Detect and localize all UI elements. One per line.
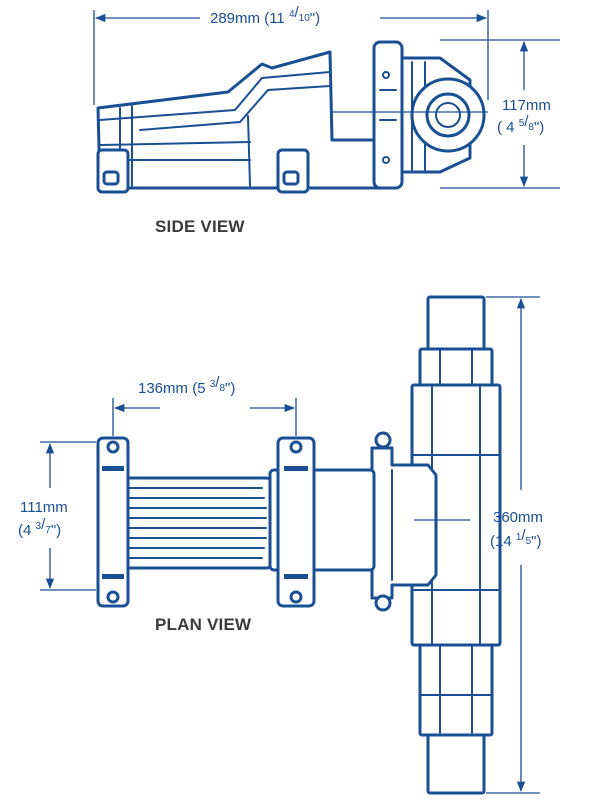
plan-width-suffix: ") [51,522,61,539]
side-length-fraction-numerator: 4 [289,9,295,20]
plan-width-fraction-numerator: 3 [36,521,42,532]
plan-overall-length-fraction-numerator: 1 [516,532,522,543]
plan-width-fraction-slash: / [41,516,46,533]
plan-mount-spacing-fraction-denominator: 8 [219,383,225,394]
side-height-metric: 117mm [502,97,551,114]
side-length-metric: 289mm [210,10,260,27]
plan-overall-length-fraction-denominator: 5 [526,536,532,547]
plan-view-label: PLAN VIEW [155,615,252,634]
side-length-fraction-denominator: 10 [299,13,311,24]
plan-view-mount-right [276,436,316,608]
svg-text:136mm (5 3/8"): 136mm (5 3/8") [138,374,235,397]
plan-view-drawing [96,295,502,795]
plan-view-mount-left [96,436,130,608]
svg-text:( 4 5/8"): ( 4 5/8") [497,113,544,136]
plan-overall-length-suffix: ") [531,533,541,550]
side-view-length-dimension [93,10,489,105]
side-length-suffix: ") [310,10,320,27]
side-view-motor-body [96,50,382,190]
side-height-suffix: ") [534,119,544,136]
plan-mount-spacing-fraction-slash: / [215,374,220,391]
plan-overall-length-imperial-prefix: (14 [490,533,516,550]
plan-width-imperial-prefix: (4 [18,522,36,539]
side-view-drawing [96,40,488,194]
plan-mount-spacing-suffix: ") [225,380,235,397]
side-view-port-inner [425,92,471,138]
plan-overall-length-metric: 360mm [493,509,543,526]
plan-overall-length-fraction-slash: / [521,527,526,544]
plan-view-pipe-lower-coupling [418,643,494,737]
side-view-height-dimension [440,39,560,189]
side-height-fraction-denominator: 8 [528,122,534,133]
plan-view-width-dimension [40,441,96,591]
side-view-flange [372,40,404,190]
svg-text:(4 3/7"): (4 3/7") [18,516,61,539]
plan-width-metric: 111mm [20,499,68,516]
plan-view-pipe-top-end [426,295,486,351]
side-height-fraction-numerator: 5 [519,118,525,129]
plan-view-finned-section [122,476,272,570]
svg-text:289mm (11 4/10"): 289mm (11 4/10") [210,4,320,27]
side-view-label: SIDE VIEW [155,217,245,236]
side-height-fraction-slash: / [524,113,529,130]
plan-view-pipe-upper-coupling [418,347,494,387]
side-length-fraction-slash: / [295,4,300,21]
plan-mount-spacing-imperial-prefix: (5 [192,380,210,397]
svg-text:(14 1/5"): (14 1/5") [490,527,541,550]
plan-mount-spacing-fraction-numerator: 3 [210,379,216,390]
plan-width-fraction-denominator: 7 [45,525,51,536]
side-height-imperial-prefix: ( 4 [497,119,519,136]
plan-view-overall-length-dimension [486,296,540,794]
plan-view-flange [370,446,438,600]
plan-mount-spacing-metric: 136mm [138,380,188,397]
plan-view-mount-spacing-dimension [112,398,297,436]
side-length-imperial-prefix: (11 [264,10,289,27]
plan-view-pipe-bottom-end [426,733,486,795]
